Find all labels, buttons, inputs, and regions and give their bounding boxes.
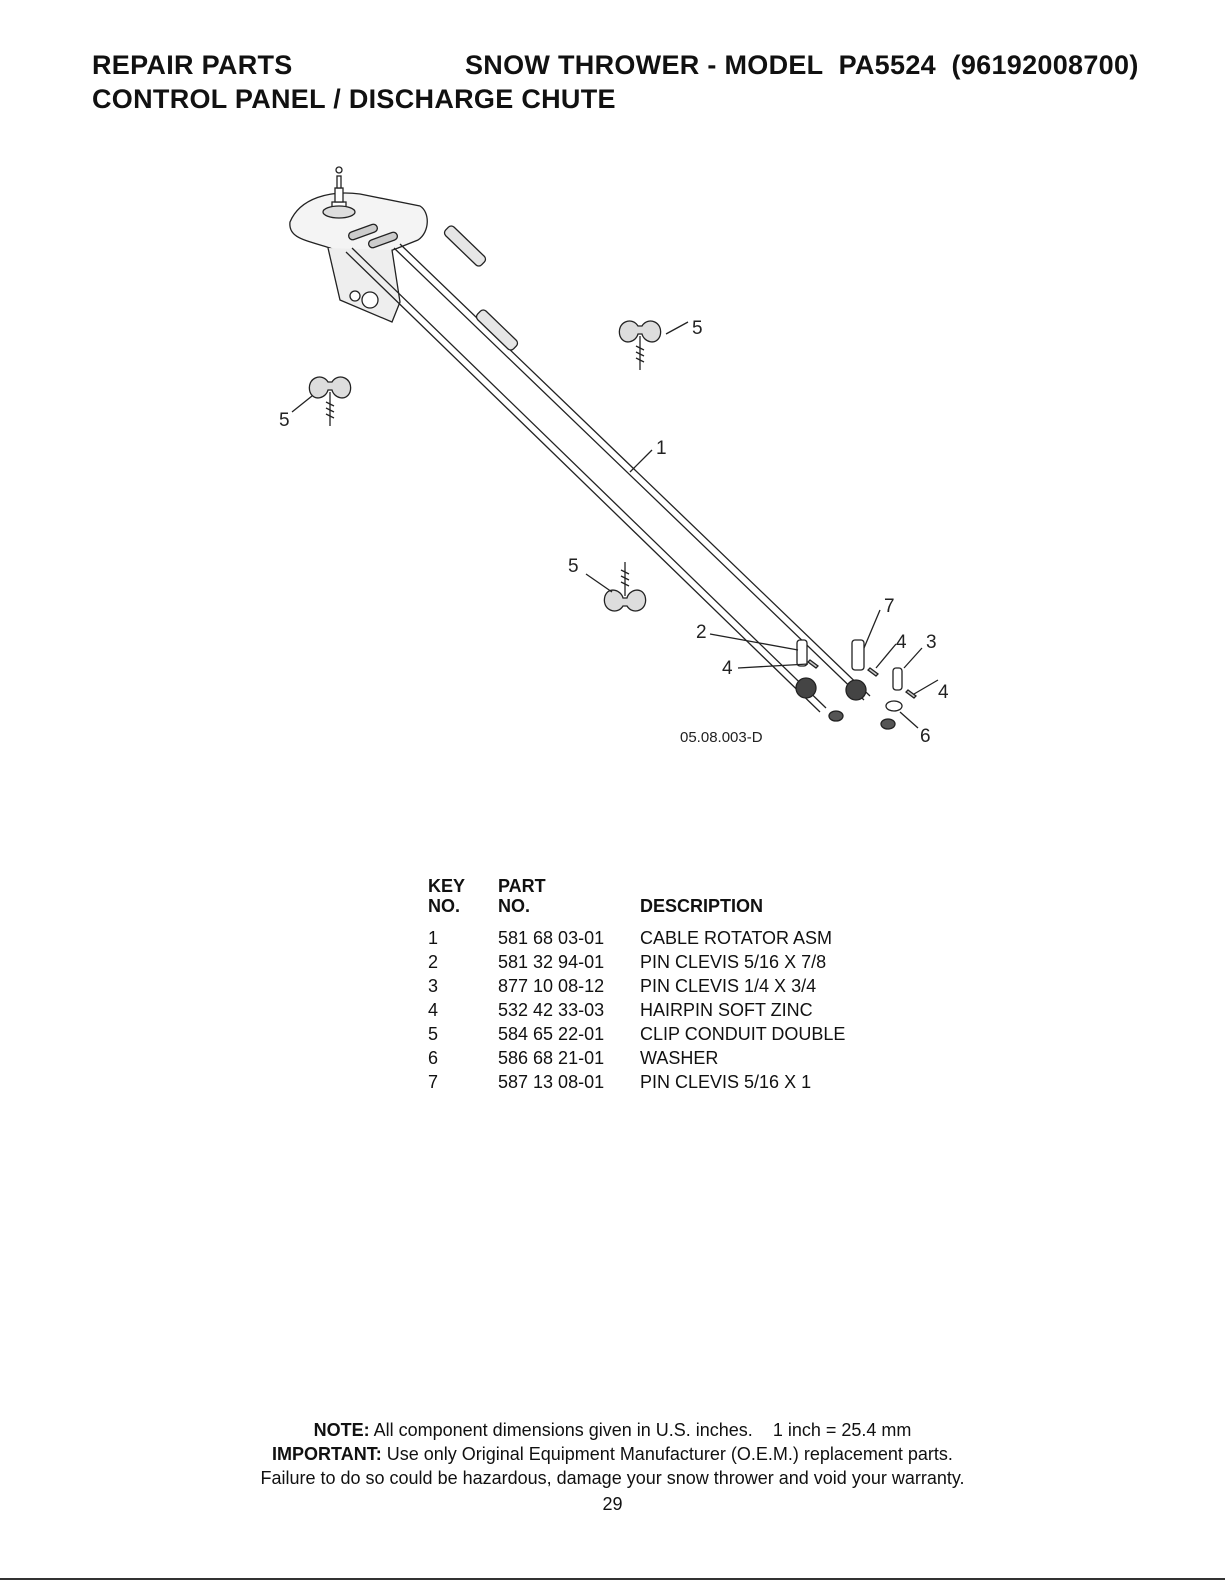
- key-no: 3: [428, 976, 439, 996]
- part-description: PIN CLEVIS 5/16 X 7/8: [640, 952, 827, 972]
- part-description: HAIRPIN SOFT ZINC: [640, 1000, 813, 1020]
- key-no: 5: [428, 1024, 439, 1044]
- bottom-rule: [0, 1578, 1225, 1580]
- header-part-line2: NO.: [498, 896, 531, 916]
- callout-5a: 5: [692, 318, 703, 339]
- callout-4a: 4: [722, 658, 733, 679]
- diagram-ref-code: 05.08.003-D: [680, 729, 763, 746]
- callout-4c: 4: [938, 682, 949, 703]
- part-description: CABLE ROTATOR ASM: [640, 928, 833, 948]
- part-description: PIN CLEVIS 5/16 X 1: [640, 1072, 812, 1092]
- note-label: NOTE:: [313, 1420, 370, 1440]
- important-label: IMPORTANT:: [272, 1444, 382, 1464]
- key-no: 2: [428, 952, 439, 972]
- part-no: 532 42 33-03: [498, 1000, 605, 1020]
- callout-5b: 5: [279, 410, 290, 431]
- key-no: 7: [428, 1072, 439, 1092]
- header-title-model: SNOW THROWER - MODEL PA5524 (96192008700…: [465, 50, 1139, 80]
- callout-4b: 4: [896, 632, 907, 653]
- footer-note: NOTE: All component dimensions given in …: [0, 1420, 1225, 1441]
- header-key-line1: KEY: [428, 876, 466, 896]
- note-text: All component dimensions given in U.S. i…: [369, 1420, 912, 1440]
- part-no: 586 68 21-01: [498, 1048, 605, 1068]
- callout-3: 3: [926, 632, 937, 653]
- part-description: WASHER: [640, 1048, 719, 1068]
- exploded-parts-diagram: 1 2 3 4 4 4 5 5 5 6 7 05.08.003-D: [279, 166, 949, 747]
- header-description: DESCRIPTION: [640, 896, 764, 916]
- important-text: Use only Original Equipment Manufacturer…: [381, 1444, 953, 1464]
- page-number: 29: [602, 1494, 623, 1514]
- header-title-left: REPAIR PARTS: [92, 50, 293, 80]
- part-description: CLIP CONDUIT DOUBLE: [640, 1024, 846, 1044]
- callout-2: 2: [696, 622, 707, 643]
- callout-6: 6: [920, 726, 931, 747]
- part-no: 877 10 08-12: [498, 976, 605, 996]
- part-no: 584 65 22-01: [498, 1024, 605, 1044]
- callout-5c: 5: [568, 556, 579, 577]
- header-key-line2: NO.: [428, 896, 461, 916]
- footer-important: IMPORTANT: Use only Original Equipment M…: [0, 1444, 1225, 1465]
- callout-7: 7: [884, 596, 895, 617]
- part-description: PIN CLEVIS 1/4 X 3/4: [640, 976, 817, 996]
- part-no: 587 13 08-01: [498, 1072, 605, 1092]
- key-no: 1: [428, 928, 439, 948]
- callout-1: 1: [656, 438, 667, 459]
- header-subtitle: CONTROL PANEL / DISCHARGE CHUTE: [92, 84, 616, 114]
- part-no: 581 68 03-01: [498, 928, 605, 948]
- key-no: 6: [428, 1048, 439, 1068]
- footer-warning: Failure to do so could be hazardous, dam…: [260, 1468, 965, 1488]
- key-no: 4: [428, 1000, 439, 1020]
- header-part-line1: PART: [498, 876, 546, 896]
- part-no: 581 32 94-01: [498, 952, 605, 972]
